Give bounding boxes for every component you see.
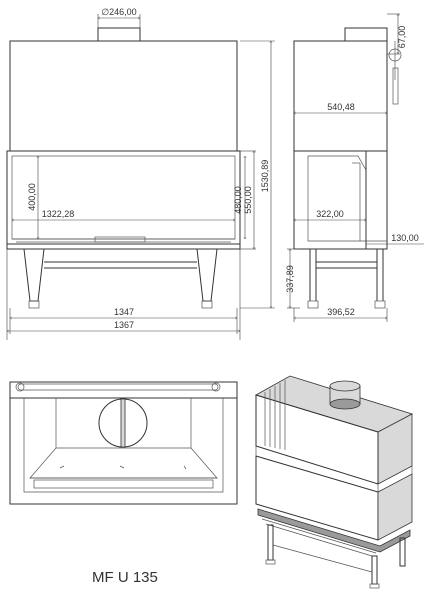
dim-side-130: 130,00 [391,233,419,243]
side-hood [293,40,388,152]
front-left-leg [23,248,45,302]
dim-flue-offset: 67,00 [397,26,407,49]
dim-leg-depth: 396,52 [327,307,355,317]
side-view: 67,00 540,48 322,00 130,00 337,89 [285,14,424,322]
front-glass [11,155,236,240]
front-right-leg [196,248,218,302]
front-view: ∅246,00 400,00 1322,28 480,00 550,00 153… [6,7,275,340]
front-frame [6,150,241,250]
side-flue-collar [344,27,388,42]
dim-width-1367: 1367 [114,320,134,330]
dim-glass-width: 1322,28 [42,209,75,219]
side-firebox [293,150,388,250]
dim-overall-height: 1530,89 [260,160,270,193]
dim-width-1347: 1347 [114,307,134,317]
front-hood [9,40,238,152]
front-flue-collar [97,27,141,42]
dim-depth-322: 322,00 [316,209,344,219]
dim-flue-diameter: ∅246,00 [101,7,136,17]
dim-glass-height: 400,00 [27,183,37,211]
dim-opening-550: 550,00 [243,186,253,214]
dim-opening-480: 480,00 [233,186,243,214]
model-name: MF U 135 [92,569,158,586]
plan-view [9,381,238,505]
isometric-view [254,375,414,589]
dim-depth-540: 540,48 [327,102,355,112]
dim-leg-height: 337,89 [285,265,295,293]
